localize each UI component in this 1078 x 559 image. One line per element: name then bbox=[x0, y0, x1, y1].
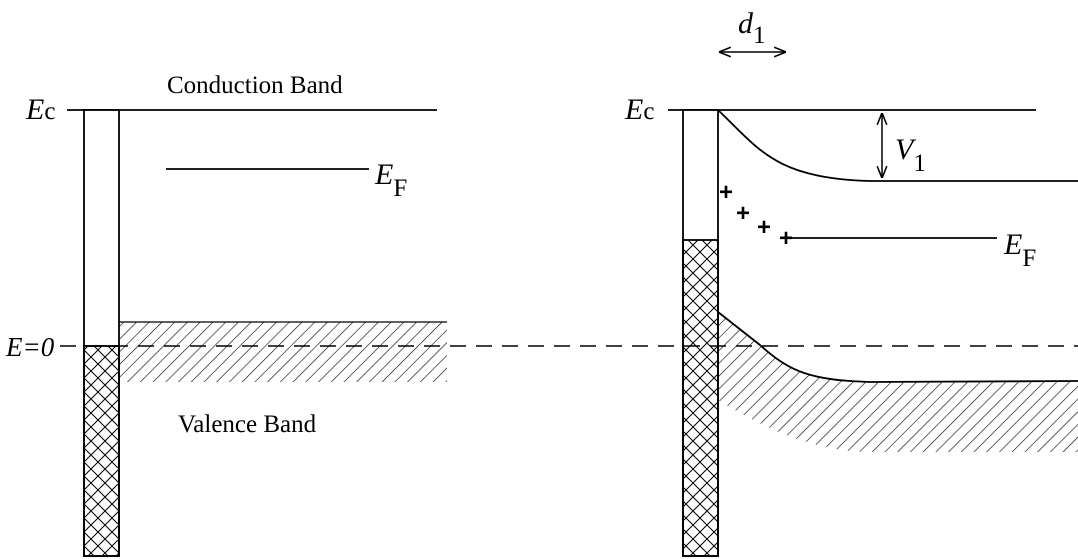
right-ec-label: Ec bbox=[624, 93, 654, 126]
valence-band-label: Valence Band bbox=[178, 411, 317, 438]
right-metal-filled-states bbox=[682, 239, 719, 557]
positive-charge: + bbox=[719, 179, 733, 206]
right-ef-label: EF bbox=[1003, 228, 1036, 272]
left-ef-label: EF bbox=[374, 158, 407, 202]
right-bent-conduction-band bbox=[717, 109, 1078, 182]
positive-charge: + bbox=[736, 200, 750, 227]
zero-energy-label: E=0 bbox=[5, 332, 55, 362]
left-metal-filled-states bbox=[83, 345, 120, 557]
left-ec-label: Ec bbox=[25, 93, 55, 126]
left-valence-band-region bbox=[119, 322, 447, 382]
v1-label: V1 bbox=[895, 133, 926, 177]
positive-charge: + bbox=[757, 214, 771, 241]
d1-label: d1 bbox=[738, 7, 766, 49]
positive-charge: + bbox=[779, 225, 793, 252]
conduction-band-label: Conduction Band bbox=[167, 72, 343, 99]
